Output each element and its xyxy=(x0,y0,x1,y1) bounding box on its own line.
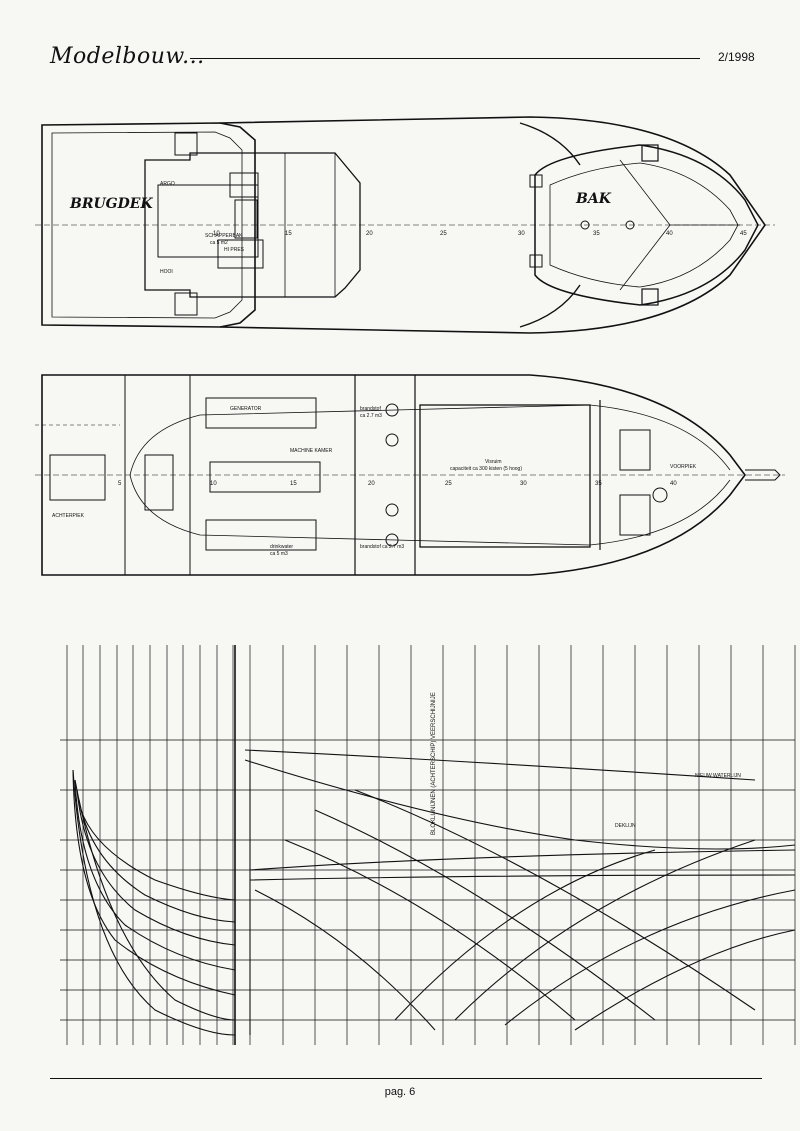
magazine-logo: Modelbouw... xyxy=(50,44,205,69)
svg-text:brandstof: brandstof xyxy=(360,406,381,412)
svg-text:HOOI: HOOI xyxy=(160,269,173,275)
deck-plan-drawing: 10 15 20 25 30 35 40 45 BRUGDEK BAK SCHAPPERB… xyxy=(35,116,775,334)
svg-text:DEKLIJN: DEKLIJN xyxy=(615,823,636,829)
svg-text:ACHTERPIEK: ACHTERPIEK xyxy=(52,513,85,519)
svg-text:40: 40 xyxy=(670,481,677,487)
lines-plan-drawing: BLOKLIJNIJNEN (ACHTERSCHIP) VEERSCHIJNIJ… xyxy=(60,645,796,1045)
hold-plan-drawing: 5 10 15 20 25 30 35 40 ACHTERPIEK brandstof c… xyxy=(35,374,785,576)
svg-text:capaciteit ca 300 kisten (5 ho: capaciteit ca 300 kisten (5 hoog) xyxy=(450,466,522,472)
svg-text:SCHAPPERBAK: SCHAPPERBAK xyxy=(205,233,243,239)
svg-text:ca 5 m2: ca 5 m2 xyxy=(210,240,228,246)
svg-text:10: 10 xyxy=(210,481,217,487)
svg-text:brandstof ca 2.7 m3: brandstof ca 2.7 m3 xyxy=(360,544,404,550)
svg-text:25: 25 xyxy=(440,231,447,237)
svg-text:45: 45 xyxy=(740,231,747,237)
svg-text:10: 10 xyxy=(213,231,220,237)
svg-text:drinkwater: drinkwater xyxy=(270,544,293,550)
svg-text:25: 25 xyxy=(445,481,452,487)
svg-text:MACHINE KAMER: MACHINE KAMER xyxy=(290,448,333,454)
page-number: pag. 6 xyxy=(384,1086,416,1098)
svg-text:15: 15 xyxy=(290,481,297,487)
bridge-deck-label: BRUGDEK xyxy=(69,196,153,212)
svg-text:20: 20 xyxy=(368,481,375,487)
svg-text:ca 5 m3: ca 5 m3 xyxy=(270,551,288,557)
svg-text:NIEUW WATERLIJN: NIEUW WATERLIJN xyxy=(695,773,741,779)
svg-text:HI PRES: HI PRES xyxy=(224,247,245,253)
lines-plan-vertical-caption: BLOKLIJNIJNEN (ACHTERSCHIP) VEERSCHIJNIJ… xyxy=(431,692,437,835)
svg-text:35: 35 xyxy=(595,481,602,487)
forecastle-label: BAK xyxy=(575,191,612,207)
header-rule xyxy=(190,58,700,59)
svg-text:30: 30 xyxy=(518,231,525,237)
footer-rule xyxy=(50,1078,762,1079)
svg-text:Visruim: Visruim xyxy=(485,459,502,465)
svg-text:5: 5 xyxy=(118,481,122,487)
svg-text:35: 35 xyxy=(593,231,600,237)
svg-text:ARGO: ARGO xyxy=(160,181,175,187)
issue-number: 2/1998 xyxy=(718,50,755,64)
svg-text:20: 20 xyxy=(366,231,373,237)
svg-text:ca 2.7 m3: ca 2.7 m3 xyxy=(360,413,382,419)
svg-text:30: 30 xyxy=(520,481,527,487)
svg-text:40: 40 xyxy=(666,231,673,237)
svg-text:15: 15 xyxy=(285,231,292,237)
svg-text:VOORPIEK: VOORPIEK xyxy=(670,464,697,470)
svg-text:GENERATOR: GENERATOR xyxy=(230,406,262,412)
